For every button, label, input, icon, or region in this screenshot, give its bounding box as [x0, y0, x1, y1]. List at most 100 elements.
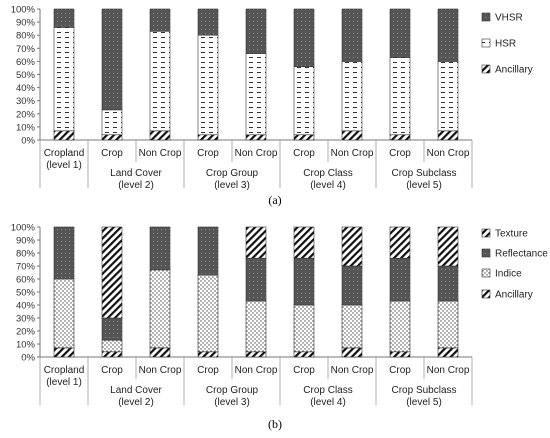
bar-segment-reflectance — [149, 226, 171, 271]
x-tick-label: Crop — [293, 148, 315, 159]
y-tick-label: 40% — [16, 83, 36, 94]
x-tick-label: Non Crop — [331, 148, 374, 159]
y-tick-label: 70% — [16, 44, 36, 55]
bar-segment-indice — [245, 300, 267, 353]
y-tick-label: 0% — [21, 136, 35, 147]
bar-segment-ancillary — [341, 130, 363, 141]
bar-segment-reflectance — [389, 257, 411, 302]
x-tick-label: Crop — [389, 365, 411, 376]
legend-swatch-reflectance — [481, 248, 491, 258]
legend-swatch-texture — [481, 228, 491, 238]
group-label-level: (level 1) — [46, 377, 82, 388]
legend-swatch-vhsr — [481, 12, 491, 22]
y-tick-label: 10% — [16, 340, 36, 351]
group-label: Crop Subclass — [391, 385, 456, 396]
bar-segment-indice — [293, 304, 315, 353]
bar-segment-reflectance — [293, 257, 315, 306]
bar-segment-texture — [341, 226, 363, 267]
bar-segment-hsr — [149, 30, 171, 132]
y-tick-label: 100% — [11, 5, 36, 16]
bar-segment-reflectance — [101, 317, 123, 341]
legend-swatch-indice — [481, 268, 491, 278]
group-label: Crop Class — [303, 168, 352, 179]
legend-label-vhsr: VHSR — [495, 13, 523, 24]
bar-segment-vhsr — [101, 8, 123, 111]
bar-segment-texture — [245, 226, 267, 259]
group-label: Land Cover — [110, 385, 162, 396]
bar-segment-ancillary — [341, 347, 363, 358]
y-tick-label: 50% — [16, 288, 36, 299]
legend-label-ancillary: Ancillary — [495, 65, 533, 76]
group-label-level: (level 5) — [406, 397, 442, 408]
group-label-level: (level 2) — [118, 397, 154, 408]
bar-segment-indice — [101, 339, 123, 353]
bar-segment-ancillary — [197, 134, 219, 141]
y-tick-label: 60% — [16, 275, 36, 286]
group-label-level: (level 5) — [406, 180, 442, 191]
bar-segment-hsr — [293, 66, 315, 136]
group-label: Cropland — [44, 148, 85, 159]
bar-segment-indice — [437, 300, 459, 349]
bar-segment-vhsr — [197, 8, 219, 36]
bar-segment-indice — [149, 269, 171, 349]
group-label: Crop Group — [206, 168, 259, 179]
y-tick-label: 20% — [16, 109, 36, 120]
y-tick-label: 70% — [16, 262, 36, 273]
x-tick-label: Non Crop — [235, 365, 278, 376]
bar-segment-hsr — [389, 57, 411, 136]
y-tick-label: 40% — [16, 301, 36, 312]
legend-label-ancillary: Ancillary — [495, 290, 533, 301]
x-tick-label: Non Crop — [331, 365, 374, 376]
group-label: Crop Class — [303, 385, 352, 396]
bar-segment-indice — [389, 300, 411, 353]
x-tick-label: Non Crop — [427, 365, 470, 376]
bar-segment-ancillary — [437, 130, 459, 141]
bar-segment-ancillary — [293, 351, 315, 358]
group-label-level: (level 4) — [310, 180, 346, 191]
bar-segment-vhsr — [341, 8, 363, 62]
group-label-level: (level 3) — [214, 180, 250, 191]
legend-swatch-ancillary — [481, 64, 491, 74]
bar-segment-hsr — [53, 27, 75, 132]
y-tick-label: 30% — [16, 96, 36, 107]
bar-segment-texture — [437, 226, 459, 267]
group-label: Land Cover — [110, 168, 162, 179]
y-tick-label: 80% — [16, 249, 36, 260]
y-tick-label: 90% — [16, 18, 36, 29]
x-tick-label: Non Crop — [427, 148, 470, 159]
x-tick-label: Non Crop — [139, 365, 182, 376]
bar-segment-reflectance — [245, 257, 267, 302]
legend-label-hsr: HSR — [495, 39, 516, 50]
x-tick-label: Crop — [101, 365, 123, 376]
bar-segment-ancillary — [101, 351, 123, 358]
y-tick-label: 10% — [16, 122, 36, 133]
y-tick-label: 80% — [16, 31, 36, 42]
group-label-level: (level 2) — [118, 180, 154, 191]
bar-segment-hsr — [437, 61, 459, 132]
bar-segment-ancillary — [149, 347, 171, 358]
bar-segment-ancillary — [245, 134, 267, 141]
legend-swatch-hsr — [481, 38, 491, 48]
x-tick-label: Crop — [197, 365, 219, 376]
panel-label: (a) — [268, 193, 281, 207]
bar-segment-hsr — [245, 53, 267, 136]
group-label: Crop Subclass — [391, 168, 456, 179]
y-tick-label: 100% — [11, 223, 36, 234]
bar-segment-hsr — [101, 109, 123, 136]
y-tick-label: 50% — [16, 70, 36, 81]
legend-label-reflectance: Reflectance — [495, 249, 548, 260]
group-label: Crop Group — [206, 385, 259, 396]
legend-label-indice: Indice — [495, 269, 522, 280]
bar-segment-reflectance — [53, 226, 75, 280]
bar-segment-ancillary — [101, 134, 123, 141]
bar-segment-vhsr — [437, 8, 459, 62]
bar-segment-ancillary — [437, 347, 459, 358]
legend-label-texture: Texture — [495, 229, 528, 240]
bar-segment-ancillary — [245, 351, 267, 358]
bar-segment-hsr — [197, 34, 219, 136]
group-label-level: (level 4) — [310, 397, 346, 408]
bar-segment-vhsr — [293, 8, 315, 67]
bar-segment-vhsr — [53, 8, 75, 28]
